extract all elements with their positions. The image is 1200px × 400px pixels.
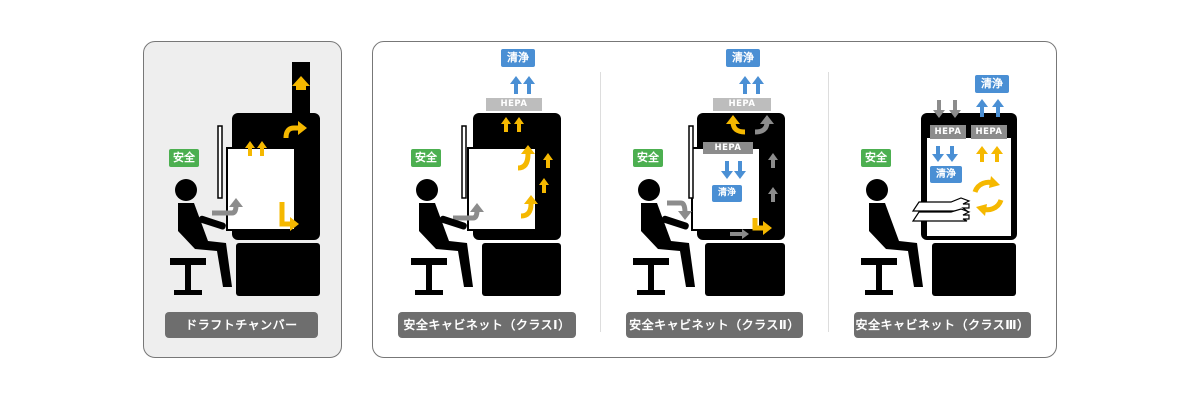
- class2-caption: 安全キャビネット（クラスⅡ）: [626, 312, 803, 338]
- class1-illustration: [411, 76, 561, 296]
- class3-illustration: [861, 99, 1017, 296]
- safe-label: 安全: [861, 149, 891, 167]
- hepa-filter-inner: HEPA: [703, 142, 753, 154]
- hepa-filter-top: HEPA: [713, 98, 771, 111]
- hepa-filter-left: HEPA: [930, 125, 966, 139]
- class1-scene: 安全 清浄 HEPA: [378, 49, 598, 310]
- divider-2: [828, 72, 829, 332]
- duct-exhaust-arrow: [292, 76, 310, 90]
- hepa-filter: HEPA: [486, 98, 542, 111]
- class3-scene: 安全 清浄 HEPA HEPA 清浄: [833, 50, 1053, 310]
- class2-illustration: [633, 76, 785, 296]
- clean-label: 清浄: [501, 49, 535, 67]
- clean-label: 清浄: [726, 49, 760, 67]
- safe-label: 安全: [169, 149, 199, 167]
- clean-inner-label: 清浄: [712, 185, 742, 202]
- class3-caption: 安全キャビネット（クラスⅢ）: [854, 312, 1031, 338]
- hepa-filter-right: HEPA: [971, 125, 1007, 139]
- draft-chamber-illustration: [170, 62, 320, 296]
- safe-label: 安全: [411, 149, 441, 167]
- class1-caption: 安全キャビネット（クラスⅠ）: [398, 312, 576, 338]
- draft-chamber-caption: ドラフトチャンバー: [165, 312, 318, 338]
- clean-inner-label: 清浄: [930, 166, 962, 183]
- class2-scene: 安全 清浄 HEPA HEPA 清浄: [605, 49, 825, 310]
- safe-label: 安全: [633, 149, 663, 167]
- clean-label: 清浄: [975, 75, 1009, 93]
- divider-1: [600, 72, 601, 332]
- draft-chamber-scene: 安全: [140, 50, 360, 310]
